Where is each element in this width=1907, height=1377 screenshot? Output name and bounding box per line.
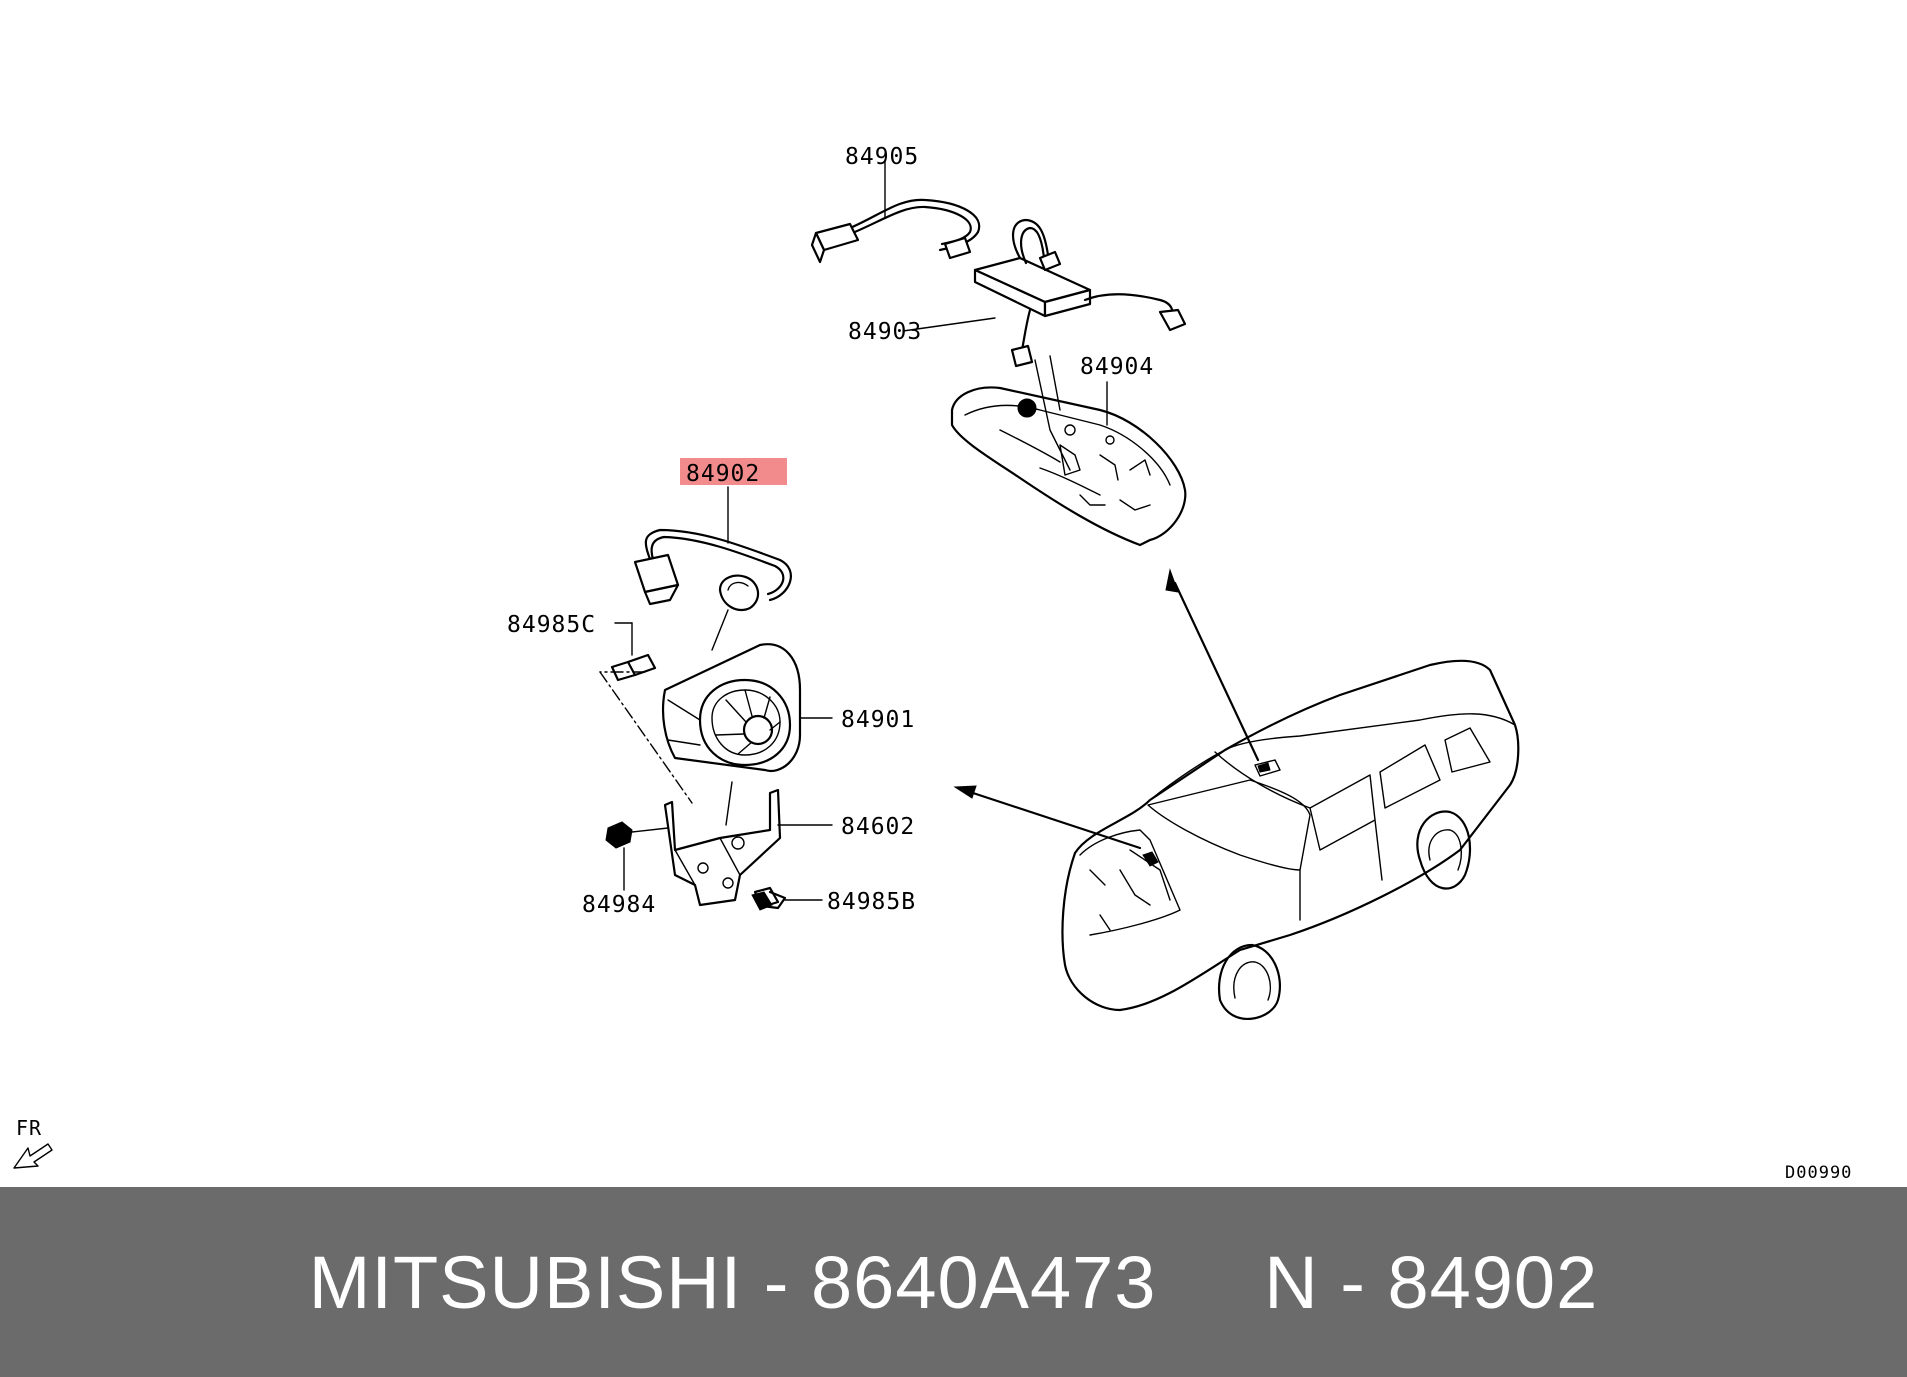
alignment-line (599, 671, 693, 804)
label-84904: 84904 (1080, 354, 1154, 380)
harness-84902 (633, 486, 792, 651)
part-labels: 84905 84903 84904 84902 84985C 84901 846… (507, 144, 1852, 1183)
label-84901: 84901 (841, 707, 915, 733)
part-title: MITSUBISHI - 8640A473 N - 84902 (308, 1240, 1599, 1324)
front-direction-indicator: FR (13, 1116, 53, 1169)
highlight-box (680, 458, 787, 485)
base-84904 (950, 355, 1187, 547)
bolt-84985B (751, 886, 823, 911)
label-84985C: 84985C (507, 612, 596, 638)
label-84903: 84903 (848, 319, 922, 345)
label-84905: 84905 (845, 144, 919, 170)
drawing-code: D00990 (1785, 1163, 1852, 1183)
parts-diagram: FR 84905 84903 84904 84902 84985C 84901 … (13, 144, 1852, 1183)
bolt-84985C (610, 622, 657, 682)
bracket-84602 (663, 781, 833, 907)
horn-84901 (661, 643, 833, 773)
nut-84984 (605, 821, 669, 891)
module-84903 (902, 218, 1187, 368)
vehicle-illustration (1061, 659, 1520, 1020)
harness-84905 (810, 159, 981, 264)
label-84985B: 84985B (827, 889, 916, 915)
footer-banner: MITSUBISHI - 8640A473 N - 84902 (0, 1187, 1907, 1377)
label-84602: 84602 (841, 814, 915, 840)
fr-label: FR (16, 1116, 42, 1140)
label-84902: 84902 (686, 461, 760, 487)
pointer-arrows (953, 568, 1260, 850)
label-84984: 84984 (582, 892, 656, 918)
